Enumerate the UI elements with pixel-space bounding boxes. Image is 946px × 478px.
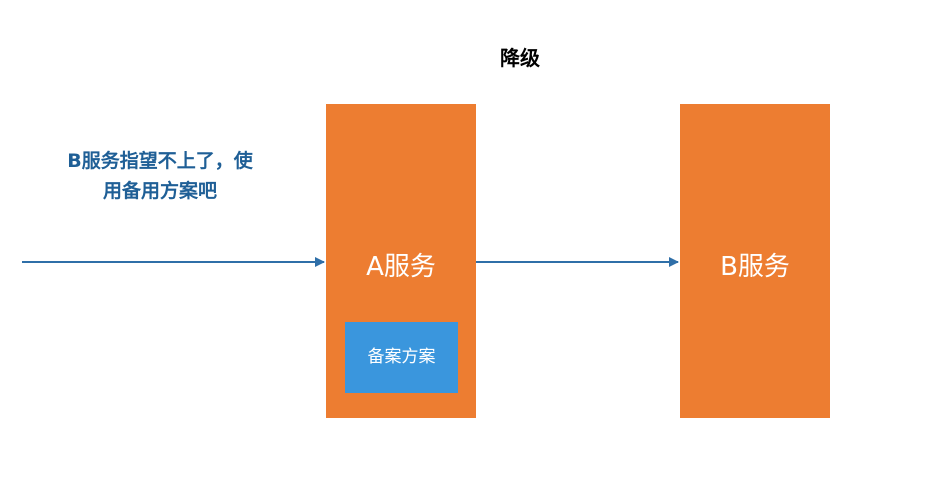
fallback-note-line-2: 用备用方案吧 bbox=[102, 180, 217, 202]
service-b-box: B服务 bbox=[680, 104, 830, 418]
fallback-note: B服务指望不上了，使 用备用方案吧 bbox=[40, 146, 280, 206]
fallback-note-line-1: B服务指望不上了，使 bbox=[67, 150, 253, 172]
service-b-label: B服务 bbox=[720, 252, 790, 282]
service-a-label: A服务 bbox=[366, 252, 436, 282]
diagram-title: 降级 bbox=[500, 46, 540, 70]
backup-plan-box: 备案方案 bbox=[345, 322, 458, 393]
